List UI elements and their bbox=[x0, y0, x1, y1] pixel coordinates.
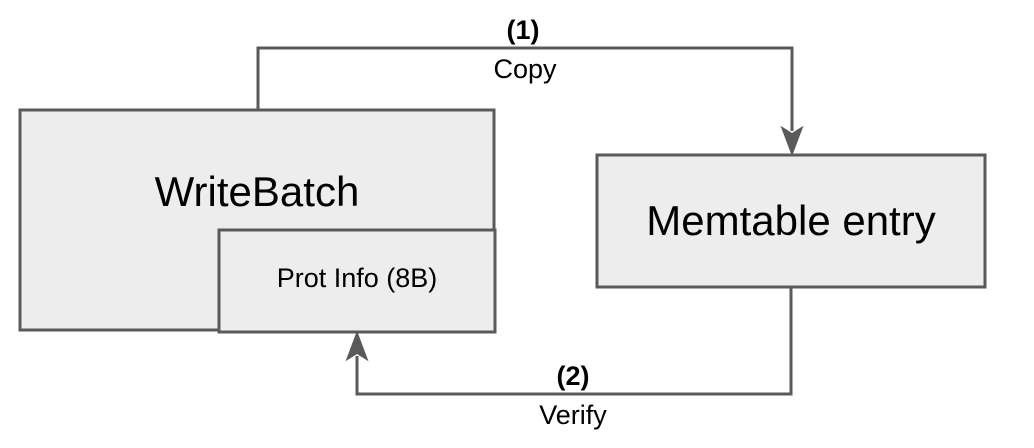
edge-verify-label: Verify bbox=[539, 400, 607, 430]
edge-verify-line bbox=[355, 287, 793, 396]
edge-copy-label: Copy bbox=[493, 54, 557, 84]
edge-copy-number: (1) bbox=[506, 15, 540, 45]
node-prot-info-box[interactable] bbox=[217, 228, 497, 334]
edge-verify-path bbox=[345, 287, 793, 396]
node-memtable-entry-box[interactable] bbox=[595, 153, 987, 289]
arrowhead-down-icon bbox=[780, 125, 804, 157]
edge-copy-path bbox=[256, 46, 804, 157]
arrowhead-up-icon bbox=[345, 330, 369, 362]
edge-copy-line bbox=[256, 46, 794, 131]
edge-verify-number: (2) bbox=[556, 361, 590, 391]
